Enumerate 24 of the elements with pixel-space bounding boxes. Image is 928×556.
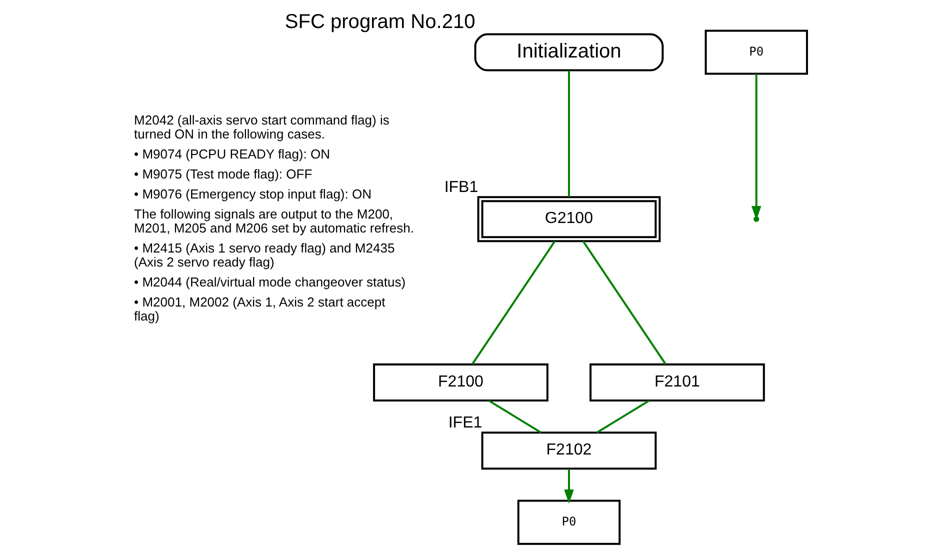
node-label: SFC program No.210 [284, 11, 475, 34]
label: • M9074 (PCPU READY flag): ON [134, 146, 330, 162]
label: • M2044 (Real/virtual mode changeover status) [134, 274, 406, 290]
connector [567, 70, 570, 197]
node-box: Initialization [474, 33, 664, 72]
arrow [564, 468, 574, 504]
label: • M2001, M2002 (Axis 1, Axis 2 start accept flag) [134, 294, 385, 324]
node-box: F2102 [480, 432, 656, 470]
node-box: P0 [704, 30, 808, 75]
label: M2042 (all-axis servo start command flag) is turned ON in the following cases. [134, 112, 389, 142]
connector [470, 240, 556, 365]
label: • M2415 (Axis 1 servo ready flag) and M2435 (Axis 2 servo ready flag) [134, 240, 394, 270]
label: • M9075 (Test mode flag): OFF [134, 166, 312, 182]
node-box: F2100 [372, 363, 548, 402]
node-label: IFE1 [448, 413, 482, 432]
node-box: G2100 [476, 196, 660, 242]
node-box: F2101 [589, 363, 764, 402]
node-box: P0 [516, 500, 620, 545]
node-label: IFB1 [444, 178, 478, 196]
label: • M9076 (Emergency stop input flag): ON [134, 186, 372, 202]
connector [582, 240, 666, 365]
connector [488, 400, 541, 434]
connector [596, 400, 650, 434]
label: The following signals are output to the M200, M201, M205 and M206 set by automatic refresh. [134, 206, 414, 236]
